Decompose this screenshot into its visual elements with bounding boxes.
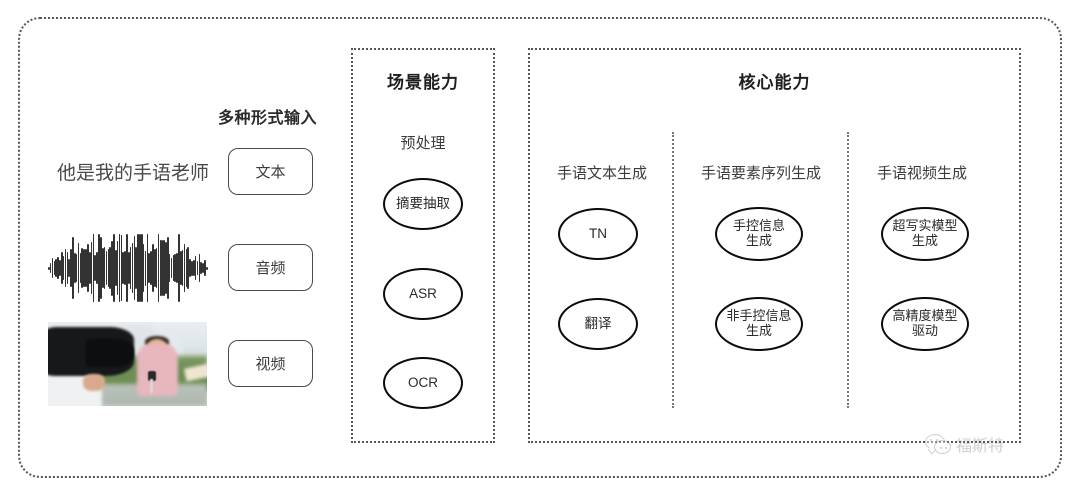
watermark-text: 福斯特	[956, 438, 1005, 455]
node-photoreal-line2: 生成	[911, 233, 938, 248]
video-thumbnail-image	[48, 322, 207, 406]
outer-dotted-frame	[18, 17, 1062, 478]
node-translation[interactable]: 翻译	[558, 298, 638, 350]
node-high-precision-model-driving[interactable]: 高精度模型 驱动	[881, 297, 969, 351]
core-column-divider-1	[672, 132, 674, 408]
node-highprec-line2: 驱动	[911, 323, 938, 338]
wechat-bubble-icon	[925, 434, 951, 454]
modality-pill-text[interactable]: 文本	[228, 148, 313, 195]
node-tn[interactable]: TN	[558, 208, 638, 260]
core-panel-title: 核心能力	[738, 73, 811, 92]
core-column-divider-2	[847, 132, 849, 408]
audio-waveform-icon	[48, 233, 208, 303]
core-column-heading-sign-video: 手语视频生成	[876, 165, 967, 182]
modality-pill-video[interactable]: 视频	[228, 340, 313, 387]
node-photoreal-line1: 超写实模型	[892, 218, 958, 234]
core-column-heading-element-sequence: 手语要素序列生成	[700, 165, 821, 182]
core-column-heading-sign-text: 手语文本生成	[556, 165, 647, 182]
watermark: 福斯特	[925, 432, 1004, 456]
core-capability-panel	[528, 48, 1021, 443]
node-non-manual-feature-generation[interactable]: 非手控信息 生成	[715, 297, 803, 351]
node-non-manual-line2: 生成	[745, 323, 772, 338]
node-asr[interactable]: ASR	[383, 268, 463, 320]
modality-pill-audio[interactable]: 音频	[228, 244, 313, 291]
node-summary-extraction[interactable]: 摘要抽取	[383, 178, 463, 230]
node-photoreal-model-generation[interactable]: 超写实模型 生成	[881, 207, 969, 261]
node-non-manual-line1: 非手控信息	[726, 308, 792, 324]
node-highprec-line1: 高精度模型	[892, 308, 958, 324]
scene-panel-title: 场景能力	[387, 73, 459, 92]
node-manual-line2: 生成	[745, 233, 772, 248]
node-translation-line1: 翻译	[584, 316, 612, 332]
scene-panel-subtitle: 预处理	[400, 135, 446, 152]
node-tn-line1: TN	[589, 226, 607, 242]
node-ocr[interactable]: OCR	[383, 357, 463, 409]
node-manual-line1: 手控信息	[732, 218, 785, 234]
multi-input-heading: 多种形式输入	[218, 110, 318, 127]
scene-capability-panel	[351, 48, 495, 443]
sample-sentence-text: 他是我的手语老师	[56, 163, 209, 184]
node-manual-feature-generation[interactable]: 手控信息 生成	[715, 207, 803, 261]
